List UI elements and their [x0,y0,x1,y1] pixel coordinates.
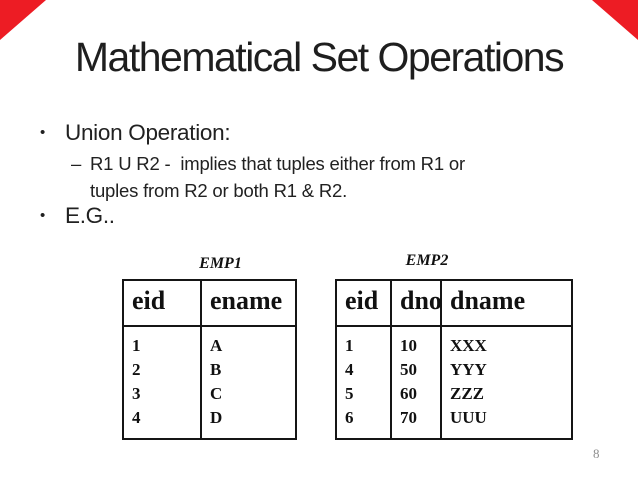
column-header: dno [391,280,442,327]
table-row: 4 50 YYY [336,358,572,382]
table-cell: D [210,408,223,427]
table-cell: 4 [123,406,202,439]
table-cell: 60 [391,382,442,406]
dash-bullet-icon: – [71,153,82,174]
table-cell: 10 [391,326,442,358]
table-caption-emp2: EMP2 [405,252,449,269]
table-cell: ZZZ [450,384,485,403]
table-cell: UUU [450,408,487,427]
page-title: Mathematical Set Operations [74,34,565,80]
table-header-row: eid ename [123,280,296,327]
table-cell: 6 [336,406,392,439]
table-row: 2 B [123,358,296,382]
table-row: 5 60 ZZZ [336,382,572,406]
bullet-dot-icon: • [40,207,46,224]
column-header: ename [201,280,296,327]
table-cell: 2 [123,358,202,382]
table-cell: 70 [391,406,442,439]
table-cell: 1 [336,326,392,358]
red-corner-accent-left-icon [0,0,46,40]
bullet-item-union-operation: • Union Operation: [40,119,231,147]
sub-bullet-union-definition: – R1 U R2 - implies that tuples either f… [71,151,465,204]
table-emp1: eid ename 1 A 2 B 3 C 4 D [122,279,297,440]
bullet-item-eg: • E.G.. [40,202,115,230]
sub-bullet-line1: R1 U R2 - implies that tuples either fro… [90,153,465,174]
bullet-label: E.G.. [65,203,115,228]
table-caption-emp1: EMP1 [199,255,242,272]
column-header: eid [123,280,202,327]
table-header-row: eid dno dname [336,280,572,327]
column-header: eid [336,280,392,327]
table-cell: XXX [450,336,487,355]
table-cell: C [210,384,223,403]
bullet-label: Union Operation: [65,120,231,145]
table-row: 1 A [123,326,296,358]
sub-bullet-text: R1 U R2 - implies that tuples either fro… [90,151,465,204]
table-cell: YYY [450,360,487,379]
table-cell: 4 [336,358,392,382]
sub-bullet-line2: tuples from R2 or both R1 & R2. [90,179,348,201]
table-cell: A [210,336,223,355]
table-cell: B [210,360,222,379]
table-row: 6 70 UUU [336,406,572,439]
red-corner-accent-right-icon [592,0,638,40]
bullet-dot-icon: • [40,124,46,141]
table-emp2: eid dno dname 1 10 XXX 4 50 YYY 5 60 ZZZ [335,279,573,440]
table-cell: 1 [123,326,202,358]
table-row: 1 10 XXX [336,326,572,358]
table-cell: 3 [123,382,202,406]
column-header: dname [441,280,572,327]
table-row: 4 D [123,406,296,439]
page-number: 8 [593,446,600,461]
table-cell: 5 [336,382,392,406]
table-row: 3 C [123,382,296,406]
table-cell: 50 [391,358,442,382]
